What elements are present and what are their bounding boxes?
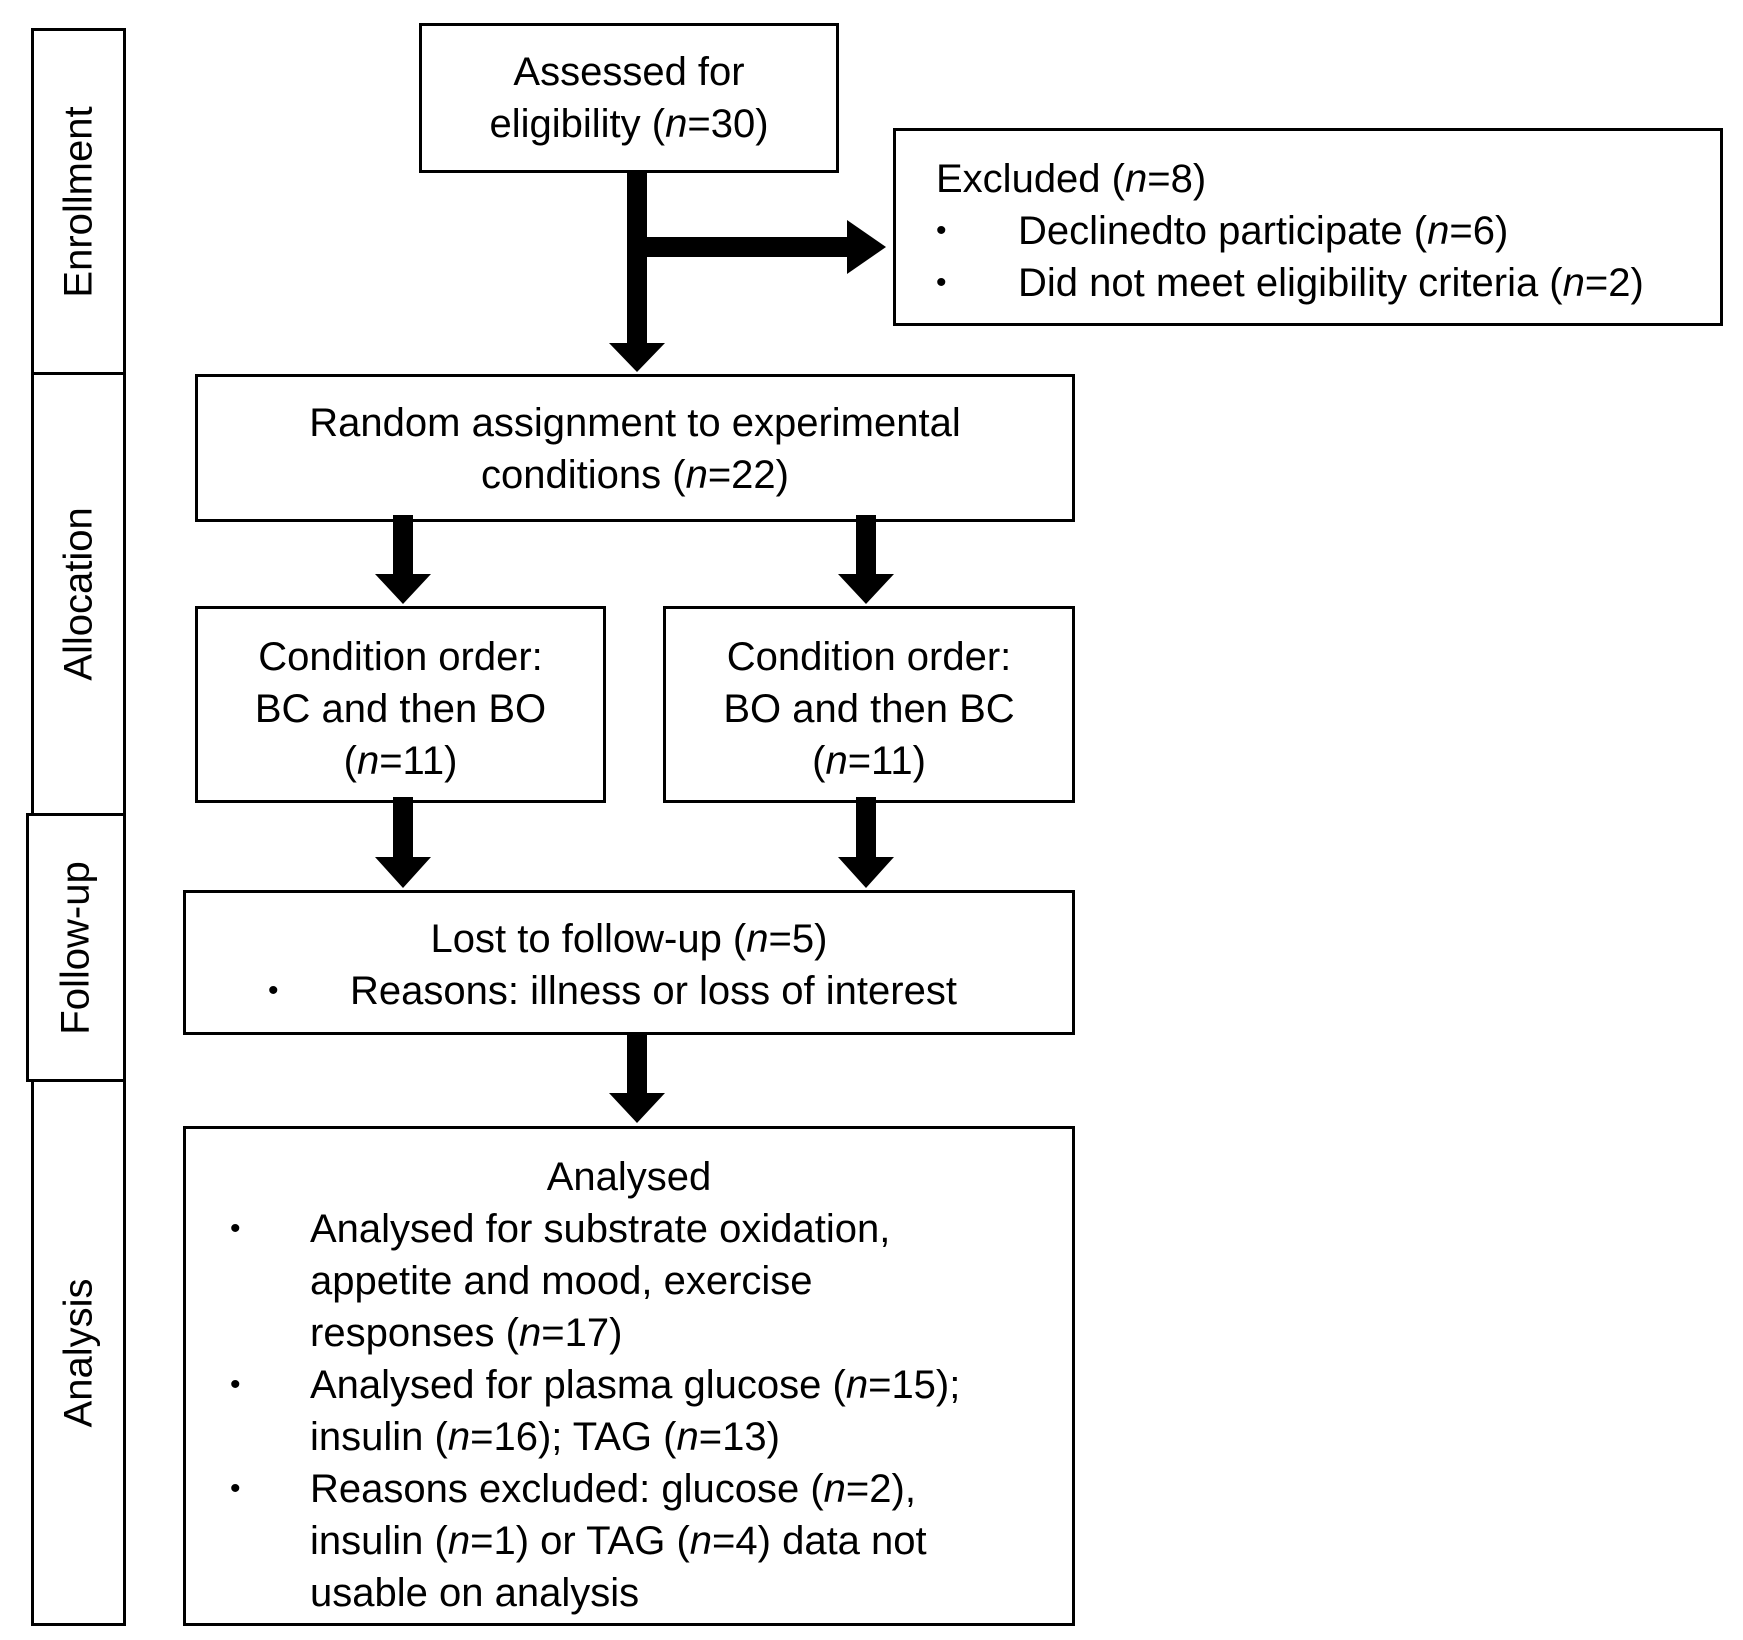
excluded-box: Excluded (n=8) Declinedto participate (n… [893, 128, 1723, 326]
random-line2: conditions (n=22) [481, 453, 789, 497]
random-assignment-box: Random assignment to experimental condit… [195, 374, 1075, 522]
analysed-item: Analysed for substrate oxidation, appeti… [186, 1203, 1072, 1359]
stage-analysis: Analysis [31, 1079, 126, 1626]
stage-enrollment: Enrollment [31, 28, 126, 375]
condition-order-bo-box: Condition order: BO and then BC (n=11) [663, 606, 1075, 803]
analysed-box: Analysed Analysed for substrate oxidatio… [183, 1126, 1075, 1626]
order-bc-line1: Condition order: [258, 635, 543, 679]
arrowhead-random-to-bc [375, 574, 431, 604]
order-bo-line1: Condition order: [726, 635, 1012, 679]
arrowhead-random-to-bo [838, 574, 894, 604]
bullet-icon: • [268, 974, 279, 1007]
order-bo-line2: BO and then BC [723, 687, 1015, 731]
condition-order-bc-box: Condition order: BC and then BO (n=11) [195, 606, 606, 803]
assessed-line1: Assessed for [513, 50, 745, 94]
order-bc-line2: BC and then BO [254, 687, 547, 731]
arrowhead-lost-to-analysed [609, 1093, 665, 1123]
arrowhead-to-excluded [847, 220, 886, 274]
arrow-assessed-to-random [627, 173, 647, 343]
arrow-to-excluded [637, 237, 847, 257]
excluded-item: Did not meet eligibility criteria (n=2) [896, 257, 1720, 309]
arrow-bo-to-lost [856, 797, 876, 857]
excluded-title: Excluded (n=8) [936, 157, 1207, 201]
arrowhead-assessed-to-random [609, 343, 665, 372]
excluded-item: Declinedto participate (n=6) [896, 205, 1720, 257]
analysed-item: Analysed for plasma glucose (n=15); insu… [186, 1359, 1072, 1463]
order-bo-line3: (n=11) [812, 739, 926, 783]
lost-reason-text: Reasons: illness or loss of interest [350, 969, 957, 1013]
lost-title: Lost to follow-up (n=5) [430, 917, 828, 961]
random-line1: Random assignment to experimental [309, 401, 961, 445]
arrow-random-to-bc [393, 515, 413, 575]
lost-reason: • Reasons: illness or loss of interest [186, 965, 1072, 1017]
analysed-list: Analysed for substrate oxidation, appeti… [186, 1203, 1072, 1619]
arrow-random-to-bo [856, 515, 876, 575]
arrow-bc-to-lost [393, 797, 413, 857]
analysed-title: Analysed [546, 1155, 712, 1199]
analysed-item: Reasons excluded: glucose (n=2), insulin… [186, 1463, 1072, 1619]
excluded-list: Declinedto participate (n=6) Did not mee… [896, 205, 1720, 309]
arrow-lost-to-analysed [627, 1033, 647, 1093]
arrowhead-bo-to-lost [838, 857, 894, 888]
arrowhead-bc-to-lost [375, 857, 431, 888]
assessed-box: Assessed for eligibility (n=30) [419, 23, 839, 173]
lost-to-follow-up-box: Lost to follow-up (n=5) • Reasons: illne… [183, 890, 1075, 1035]
assessed-line2: eligibility (n=30) [489, 102, 769, 146]
order-bc-line3: (n=11) [343, 739, 458, 783]
stage-allocation: Allocation [31, 372, 126, 816]
